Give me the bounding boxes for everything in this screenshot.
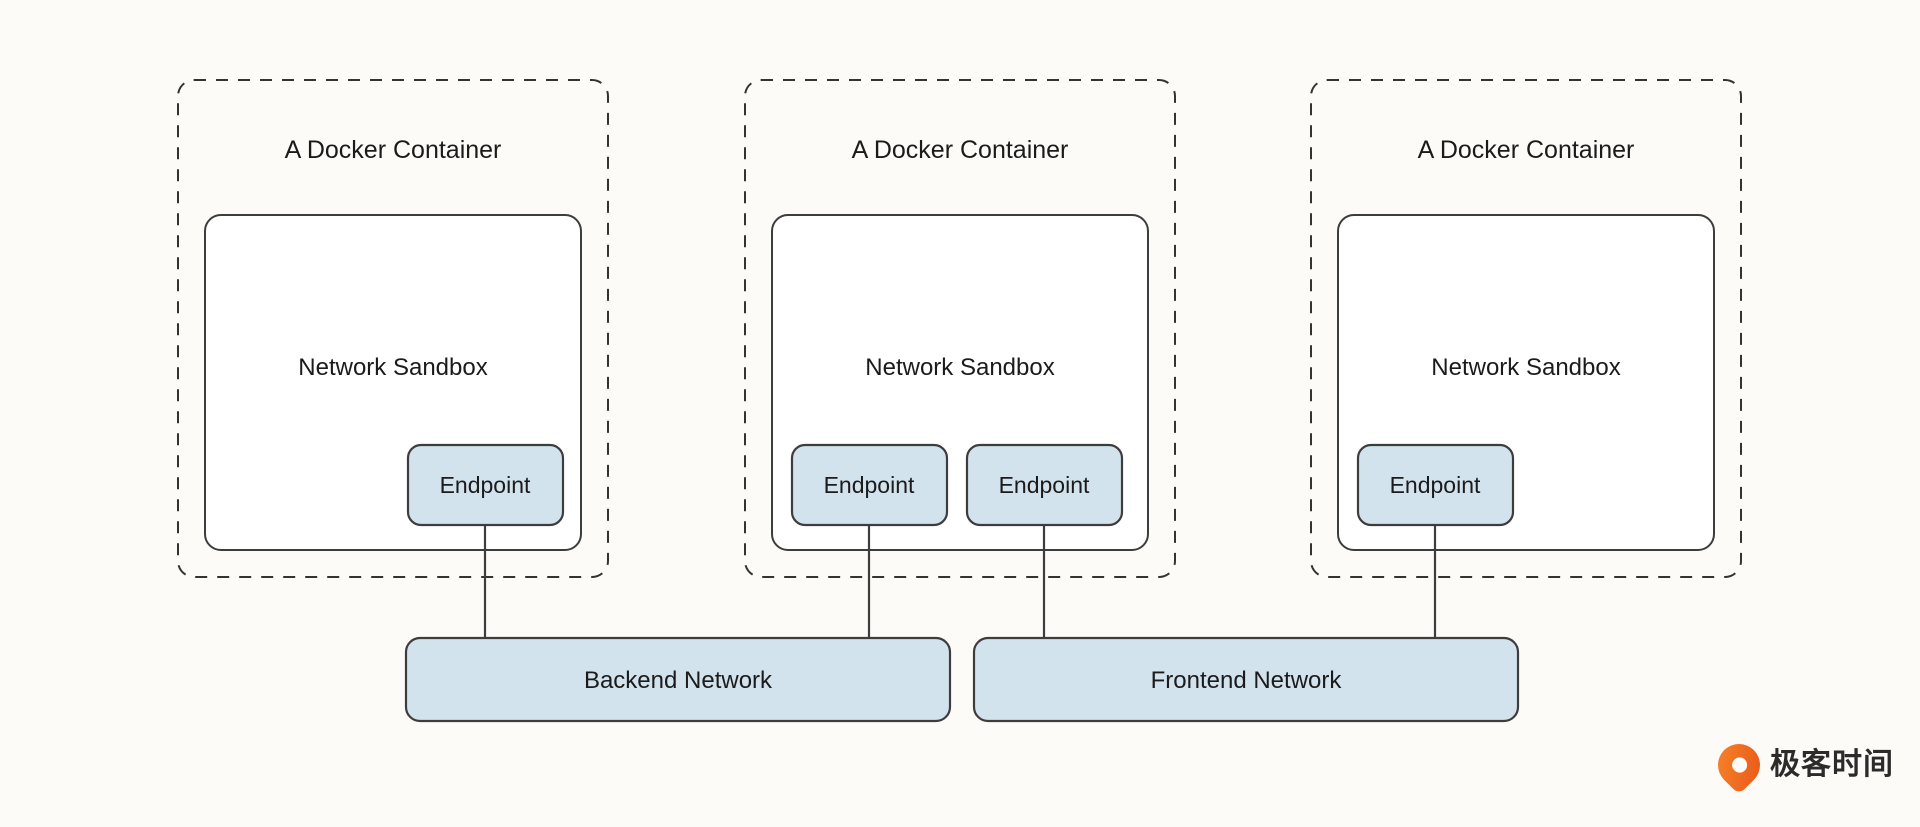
frontend-network-node: Frontend Network: [972, 636, 1520, 723]
container-3-dashed-border: [1310, 79, 1742, 578]
container-3-endpoint-1: [1356, 443, 1515, 527]
container-1-endpoint-1-label: Endpoint: [440, 472, 531, 498]
docker-container-3: A Docker Container Network Sandbox Endpo…: [1310, 79, 1742, 638]
backend-network-bar: [404, 636, 952, 723]
container-1-sandbox-label: Network Sandbox: [298, 354, 487, 381]
container-2-endpoint-2-label: Endpoint: [999, 472, 1090, 498]
container-2-endpoint-1: [790, 443, 949, 527]
container-2-sandbox-label: Network Sandbox: [865, 354, 1054, 381]
container-1-dashed-border: [177, 79, 609, 578]
docker-container-1: A Docker Container Network Sandbox Endpo…: [177, 79, 609, 638]
container-2-title: A Docker Container: [852, 136, 1069, 164]
backend-network-label: Backend Network: [584, 667, 773, 694]
frontend-network-label: Frontend Network: [1151, 667, 1343, 694]
container-3-sandbox-label: Network Sandbox: [1431, 354, 1620, 381]
container-3-endpoint-1-label: Endpoint: [1390, 472, 1481, 498]
container-1-endpoint-1: [406, 443, 565, 527]
container-2-endpoint-1-label: Endpoint: [824, 472, 915, 498]
container-2-endpoint-2: [965, 443, 1124, 527]
geektime-pin-icon: [1709, 735, 1769, 795]
geektime-logo: 极客时间: [1709, 735, 1894, 795]
docker-container-2: A Docker Container Network Sandbox Endpo…: [744, 79, 1176, 638]
backend-network-node: Backend Network: [404, 636, 952, 723]
container-2-dashed-border: [744, 79, 1176, 578]
container-3-title: A Docker Container: [1418, 136, 1635, 164]
geektime-wordmark: 极客时间: [1770, 748, 1894, 781]
container-1-title: A Docker Container: [285, 136, 502, 164]
frontend-network-bar: [972, 636, 1520, 723]
